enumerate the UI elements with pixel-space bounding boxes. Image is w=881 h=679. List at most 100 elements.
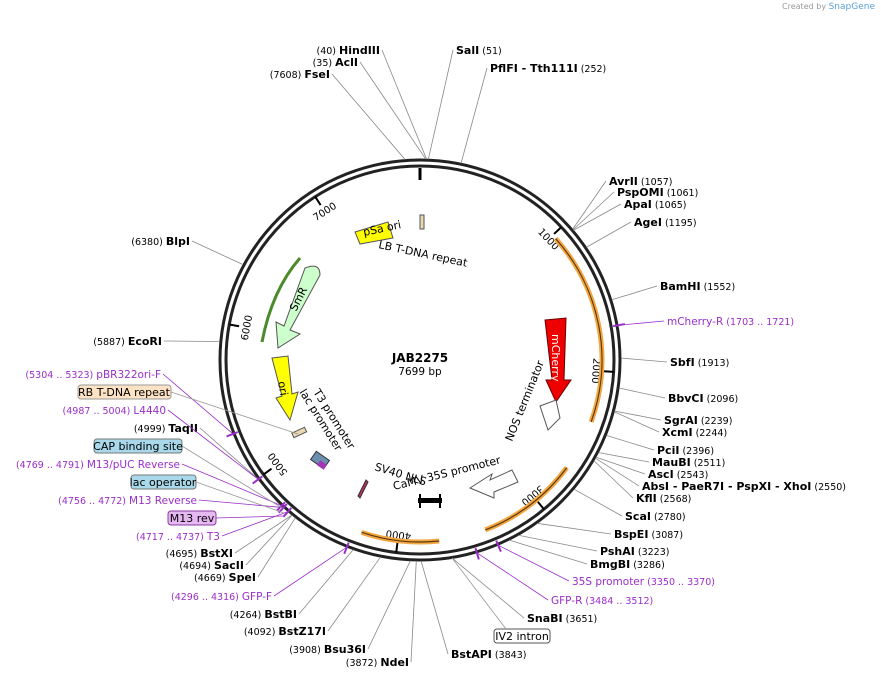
rb-tdna-small-box (291, 426, 308, 439)
enzyme-site-xcmi[interactable]: XcmI (2244) (614, 411, 727, 439)
enzyme-leader (618, 387, 666, 399)
smr-feature: SmR (275, 265, 321, 349)
enzyme-leader (367, 560, 411, 650)
enzyme-site-sali[interactable]: SalI (51) (427, 44, 502, 160)
enzyme-name: SacII (214, 559, 244, 572)
cap-binding-leader (181, 445, 283, 509)
enzyme-site-blpi[interactable]: (6380) BlpI (131, 235, 244, 265)
smr-arc (260, 257, 302, 343)
enzyme-site-sacii[interactable]: (4694) SacII (179, 514, 293, 572)
enzyme-site-snabi[interactable]: SnaBI (3651) (452, 558, 597, 625)
35s-orf-arc-line (485, 467, 568, 531)
enzyme-site-bstz17i[interactable]: (4092) BstZ17I (244, 556, 381, 638)
enzyme-site-sbfi[interactable]: SbfI (1913) (620, 356, 729, 369)
credit-prefix: Created by (782, 2, 827, 11)
enzyme-site-kfli[interactable]: KflI (2568) (593, 460, 691, 505)
primer-label: (4717 .. 4737) T3 (136, 531, 220, 543)
mcherry-label: mCherry (549, 334, 562, 382)
enzyme-site-ecori[interactable]: (5887) EcoRI (93, 335, 220, 348)
enzyme-name: BamHI (660, 280, 701, 293)
enzyme-site-hindiii[interactable]: (40) HindIII (317, 44, 427, 160)
enzyme-site-pspomi[interactable]: PspOMI (1061) (572, 186, 699, 231)
primer-l4440[interactable]: (4987 .. 5004) L4440 (63, 405, 263, 485)
enzyme-leader (611, 285, 658, 301)
primer-pbr322ori-f[interactable]: (5304 .. 5323) pBR322ori-F (25, 369, 239, 438)
enzyme-site-bsu36i[interactable]: (3908) Bsu36I (289, 560, 411, 656)
enzyme-site-bspei[interactable]: BspEI (3087) (537, 522, 683, 541)
enzyme-position: (35) (313, 58, 336, 69)
enzyme-position: (1195) (662, 218, 697, 229)
enzyme-site-maubi[interactable]: MauBI (2511) (598, 452, 725, 469)
enzyme-site-bstapi[interactable]: BstAPI (3843) (420, 560, 526, 661)
enzyme-site-agei[interactable]: AgeI (1195) (586, 216, 697, 248)
enzyme-leader (598, 452, 650, 463)
enzyme-label: PciI (2396) (657, 444, 714, 457)
enzyme-site-asci[interactable]: AscI (2543) (595, 456, 708, 481)
enzyme-site-bstxi[interactable]: (4695) BstXI (166, 514, 293, 560)
enzyme-leader (410, 560, 417, 663)
primer-t3[interactable]: (4717 .. 4737) T3 (136, 507, 293, 543)
enzyme-leader (381, 49, 427, 160)
enzyme-site-pshai[interactable]: PshAI (3223) (518, 534, 669, 558)
enzyme-name: SnaBI (527, 612, 563, 625)
sv40-nls-shape (357, 479, 369, 499)
enzyme-label: BspEI (3087) (614, 528, 683, 541)
enzyme-site-bbvci[interactable]: BbvCI (2096) (618, 387, 738, 405)
enzyme-site-pcii[interactable]: PciI (2396) (606, 435, 714, 457)
iv2-intron-text: IV2 intron (495, 630, 549, 643)
enzyme-site-sgrai[interactable]: SgrAI (2239) (614, 410, 732, 427)
enzyme-site-absi[interactable]: AbsI - PaeR7I - PspXI - XhoI (2550) (595, 457, 846, 493)
enzyme-name: SgrAI (664, 414, 698, 427)
primer-gfp-f[interactable]: (4296 .. 4316) GFP-F (171, 542, 350, 603)
enzyme-site-bamhi[interactable]: BamHI (1552) (611, 280, 735, 301)
enzyme-position: (2780) (651, 512, 686, 523)
camv-35s-shape (468, 469, 519, 499)
primer-35s-promoter[interactable]: 35S promoter (3350 .. 3370) (495, 540, 715, 588)
enzyme-site-taqii[interactable]: (4999) TaqII (134, 422, 259, 480)
primer-mark (276, 501, 286, 512)
enzyme-name: SalI (456, 44, 479, 57)
primer-name: GFP-R (551, 595, 582, 607)
enzyme-site-acli[interactable]: (35) AclI (313, 56, 427, 160)
enzyme-name: ScaI (625, 510, 651, 523)
enzyme-site-scai[interactable]: ScaI (2780) (573, 488, 686, 523)
enzyme-site-ndei[interactable]: (3872) NdeI (346, 560, 417, 669)
primer-m13-puc-reverse[interactable]: (4769 .. 4791) M13/pUC Reverse (16, 459, 286, 512)
enzyme-leader (234, 514, 293, 554)
plasmid-name: JAB2275 (391, 351, 448, 365)
enzyme-site-apai[interactable]: ApaI (1065) (573, 198, 687, 231)
enzyme-label: (7608) FseI (270, 68, 330, 81)
primer-gfp-r[interactable]: GFP-R (3484 .. 3512) (474, 547, 653, 607)
primer-mcherry-r[interactable]: mCherry-R (1703 .. 1721) (612, 316, 794, 328)
enzyme-position: (1057) (638, 177, 673, 188)
psa-ori-feature: pSa ori (354, 218, 402, 245)
enzyme-name: NdeI (380, 656, 409, 669)
cap-binding-text: CAP binding site (93, 440, 183, 453)
m13-rev-leader (215, 515, 285, 519)
enzyme-name: AbsI - PaeR7I - PspXI - XhoI (642, 480, 811, 493)
enzyme-site-pflfi[interactable]: PflFI - Tth111I (252) (460, 62, 606, 164)
enzyme-site-bmgbi[interactable]: BmgBI (3286) (509, 539, 665, 571)
enzyme-label: BbvCI (2096) (668, 392, 738, 405)
enzyme-site-bstbi[interactable]: (4264) BstBI (230, 549, 354, 621)
primer-label: (4987 .. 5004) L4440 (63, 405, 166, 417)
enzyme-position: (3087) (648, 530, 683, 541)
iv2-intron-leader (451, 557, 507, 630)
primer-m13-reverse[interactable]: (4756 .. 4772) M13 Reverse (58, 495, 288, 514)
enzyme-position: (5887) (93, 337, 128, 348)
enzyme-leader (572, 191, 615, 231)
enzyme-position: (2396) (679, 446, 714, 457)
enzyme-site-avrii[interactable]: AvrII (1057) (572, 175, 673, 230)
enzyme-leader (460, 67, 488, 164)
enzyme-position: (1061) (664, 188, 699, 199)
enzyme-site-spei[interactable]: (4669) SpeI (194, 517, 296, 584)
primer-position: (4296 .. 4316) (171, 592, 242, 603)
ori-label: ori (275, 380, 290, 396)
enzyme-position: (4669) (194, 573, 229, 584)
tick-label-2000: 2000 (589, 358, 602, 384)
enzyme-site-fsei[interactable]: (7608) FseI (270, 68, 406, 160)
enzyme-name: FseI (304, 68, 330, 81)
m13-cluster-box (317, 460, 327, 470)
enzyme-position: (4092) (244, 627, 279, 638)
